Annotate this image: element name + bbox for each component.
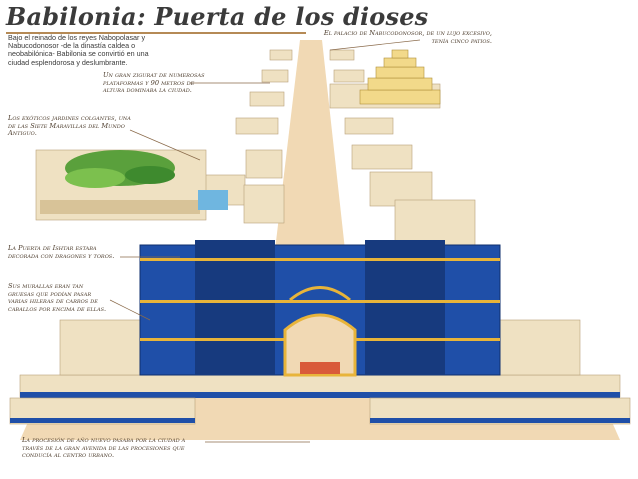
hanging-gardens	[35, 149, 207, 221]
procession-avenue	[275, 40, 345, 250]
garden-pool	[198, 190, 228, 210]
page-title: Babilonia: Puerta de los dioses	[6, 2, 429, 31]
title-underline	[6, 32, 306, 34]
city-walls	[9, 319, 631, 425]
label-gardens: Los exóticos jardines colgantes, una de …	[8, 114, 131, 138]
ziggurat	[359, 49, 441, 105]
label-walls: Sus murallas eran tan gruesas que podían…	[8, 282, 107, 313]
ishtar-gate	[139, 240, 501, 377]
label-ishtar: La Puerta de Ishtar estaba decorada con …	[8, 244, 115, 260]
intro-text: Bajo el reinado de los reyes Nabopolasar…	[8, 33, 149, 67]
label-ziggurat: Un gran zigurat de numerosas plataformas…	[103, 71, 205, 95]
label-palace: El palacio de Nabucodonosor, de un lujo …	[323, 29, 492, 45]
label-procession: La procesión de año nuevo pasaba por la …	[22, 436, 186, 460]
